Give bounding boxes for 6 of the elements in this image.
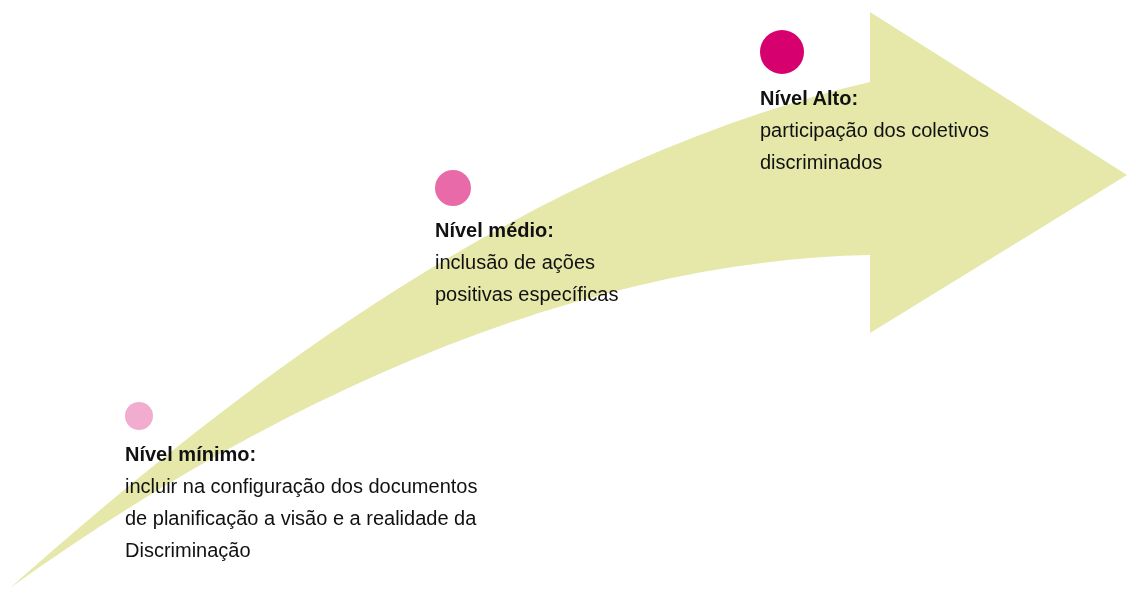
level-heading: Nível médio: — [435, 218, 554, 243]
level-description: incluir na configuração dos documentos de planificação a visão e a realidade da Discriminação — [125, 474, 479, 563]
level-heading: Nível Alto: — [760, 86, 859, 111]
level-description: inclusão de ações positivas específicas — [435, 250, 620, 307]
level-heading: Nível mínimo: — [125, 442, 257, 467]
level-description: participação dos coletivos discriminados — [760, 118, 990, 175]
